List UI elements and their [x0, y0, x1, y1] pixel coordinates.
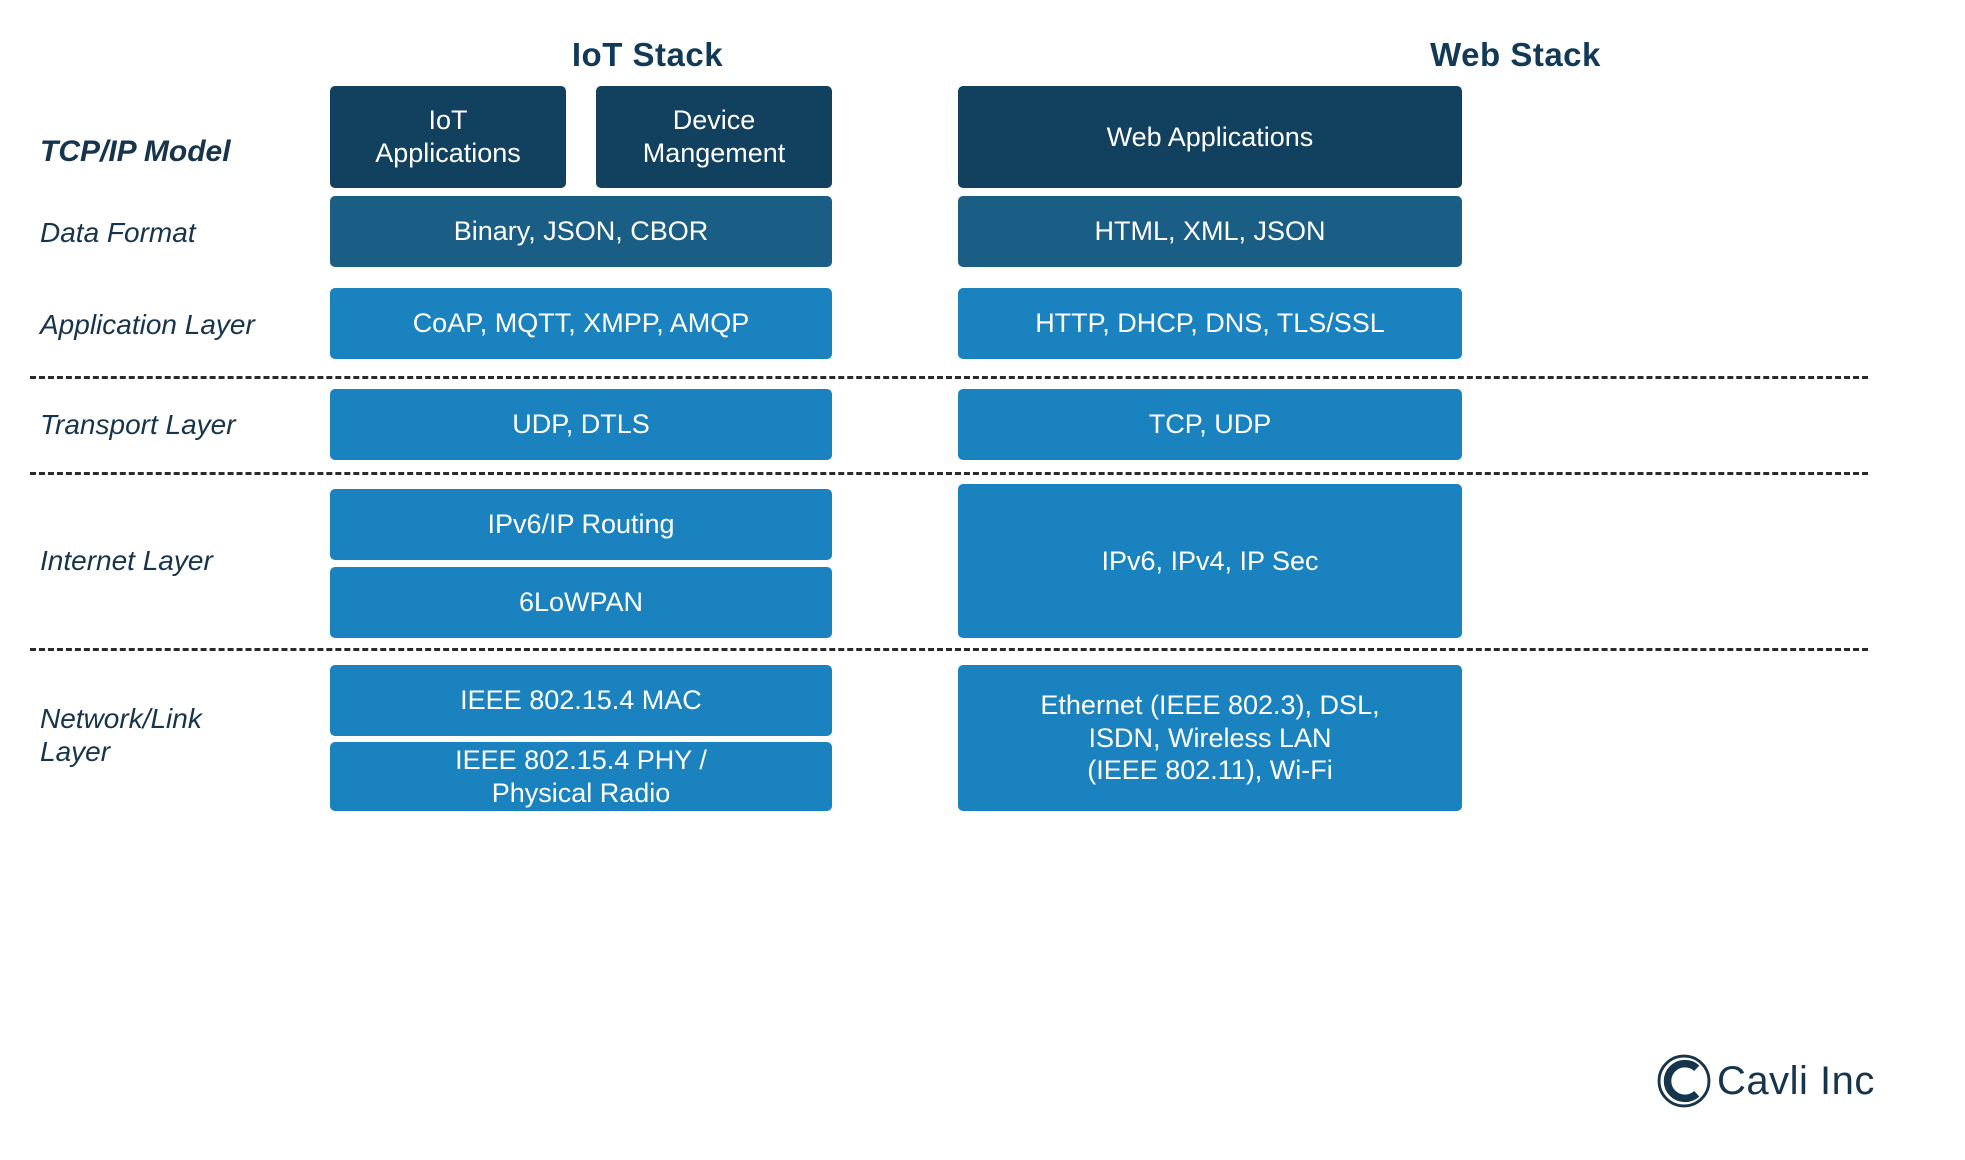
row-label-application-layer: Application Layer — [40, 309, 255, 340]
iot-box-ieee-802154-mac[interactable]: IEEE 802.15.4 MAC — [330, 665, 832, 736]
brand-logo: Cavli Inc — [1655, 1052, 1875, 1110]
iot-box-ieee-802154-phy[interactable]: IEEE 802.15.4 PHY / Physical Radio — [330, 742, 832, 811]
divider-application-transport — [30, 376, 1868, 379]
row-label-network-link-layer: Network/Link Layer — [40, 703, 202, 768]
c-circle-logo-icon — [1657, 1054, 1711, 1108]
web-box-internet-layer[interactable]: IPv6, IPv4, IP Sec — [958, 484, 1462, 638]
web-box-transport-layer[interactable]: TCP, UDP — [958, 389, 1462, 460]
iot-box-data-format[interactable]: Binary, JSON, CBOR — [330, 196, 832, 267]
row-label-tcpip-model: TCP/IP Model — [40, 135, 231, 168]
web-box-applications[interactable]: Web Applications — [958, 86, 1462, 188]
iot-box-applications[interactable]: IoT Applications — [330, 86, 566, 188]
iot-box-device-management[interactable]: Device Mangement — [596, 86, 832, 188]
iot-stack-heading: IoT Stack — [571, 36, 724, 73]
iot-box-internet-routing[interactable]: IPv6/IP Routing — [330, 489, 832, 560]
web-box-data-format[interactable]: HTML, XML, JSON — [958, 196, 1462, 267]
row-label-data-format: Data Format — [40, 217, 196, 248]
brand-name: Cavli Inc — [1717, 1059, 1875, 1103]
web-box-application-layer[interactable]: HTTP, DHCP, DNS, TLS/SSL — [958, 288, 1462, 359]
web-stack-heading: Web Stack — [1430, 36, 1601, 73]
iot-box-application-layer[interactable]: CoAP, MQTT, XMPP, AMQP — [330, 288, 832, 359]
web-box-network-link-layer[interactable]: Ethernet (IEEE 802.3), DSL, ISDN, Wirele… — [958, 665, 1462, 811]
divider-internet-network-link — [30, 648, 1868, 651]
iot-box-6lowpan[interactable]: 6LoWPAN — [330, 567, 832, 638]
row-label-internet-layer: Internet Layer — [40, 545, 213, 576]
row-label-transport-layer: Transport Layer — [40, 409, 236, 440]
iot-box-transport-layer[interactable]: UDP, DTLS — [330, 389, 832, 460]
divider-transport-internet — [30, 472, 1868, 475]
